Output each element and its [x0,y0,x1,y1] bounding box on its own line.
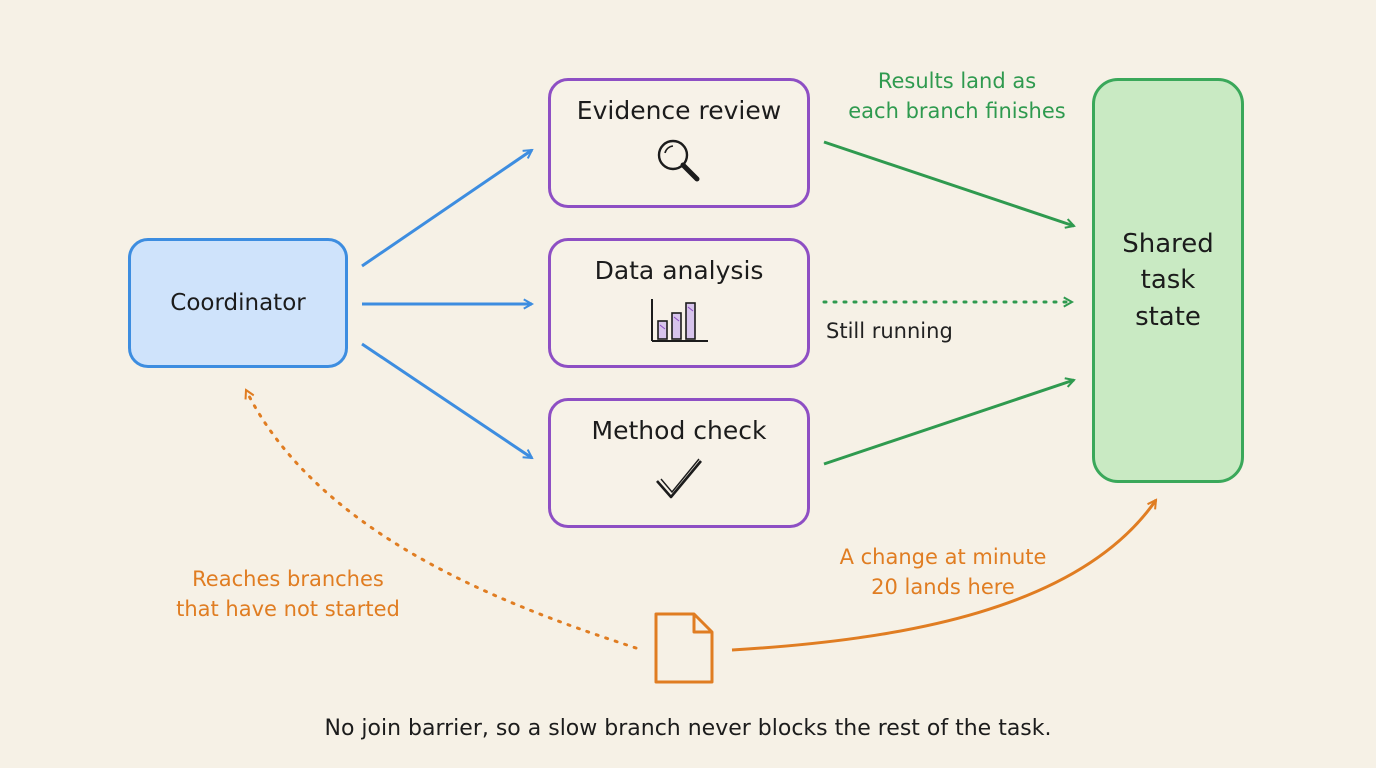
change-annotation: A change at minute 20 lands here [808,542,1078,603]
results-annotation-line1: Results land as [877,69,1037,93]
evidence-review-node: Evidence review [548,78,810,208]
arrow-method-to-state [823,380,1074,466]
arrow-change-to-state [731,500,1158,652]
change-annotation-line2: 20 lands here [871,575,1015,600]
results-annotation: Results land as each branch finishes [812,66,1102,127]
still-running-annotation: Still running [826,319,953,343]
arrow-coordinator-to-evidence [361,148,532,268]
evidence-review-label: Evidence review [576,96,782,126]
reaches-branches-annotation: Reaches branches that have not started [128,564,448,625]
arrow-change-to-coordinator [244,390,638,650]
magnifier-icon [657,139,700,182]
coordinator-label: Coordinator [170,289,306,316]
diagram-caption: No join barrier, so a slow branch never … [324,716,1052,741]
reaches-annotation-line1: Reaches branches [192,567,384,591]
method-check-node: Method check [548,398,810,528]
change-annotation-line1: A change at minute [839,545,1047,569]
shared-task-state-label-line1: Shared [1122,228,1214,259]
arrow-coordinator-to-method [361,342,532,460]
coordinator-node: Coordinator [128,238,348,368]
method-check-label: Method check [591,416,767,446]
shared-task-state-label-line2: task [1140,265,1196,296]
arrow-evidence-to-state [823,140,1074,226]
document-icon [654,612,714,684]
shared-task-state-node: Shared task state [1092,78,1244,483]
reaches-annotation-line2: that have not started [176,597,400,622]
results-annotation-line2: each branch finishes [848,99,1066,124]
checkmark-icon [656,458,702,498]
data-analysis-label: Data analysis [594,256,764,286]
shared-task-state-label-line3: state [1135,301,1201,332]
data-analysis-node: Data analysis [548,238,810,368]
bar-chart-icon [651,298,708,342]
